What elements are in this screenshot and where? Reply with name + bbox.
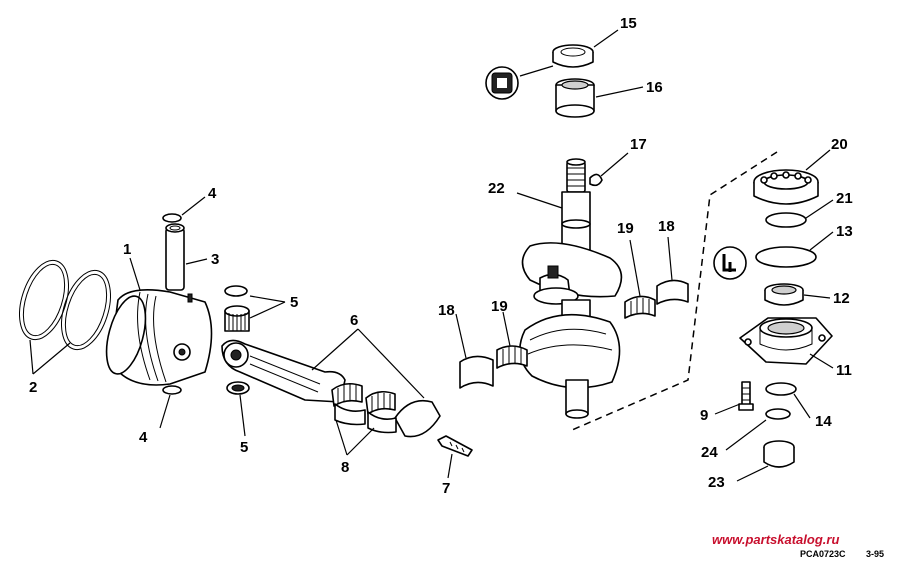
sealant-symbol-right <box>713 246 747 280</box>
callout-15: 15 <box>620 15 637 32</box>
callout-22: 22 <box>488 180 505 197</box>
callout-23: 23 <box>708 474 725 491</box>
piston <box>105 289 213 386</box>
callout-21: 21 <box>836 190 853 207</box>
o-ring-small <box>765 382 797 396</box>
seal-ring-small <box>765 408 791 420</box>
callout-2: 2 <box>29 379 37 396</box>
retaining-ring-bottom <box>162 385 182 395</box>
assembly-outline <box>571 151 778 431</box>
main-bearing-right <box>624 279 689 319</box>
callout-18-left: 18 <box>438 302 455 319</box>
roller-bearing-top <box>555 78 595 118</box>
callout-8: 8 <box>341 459 349 476</box>
callout-19-right: 19 <box>617 220 634 237</box>
woodruff-key <box>589 173 603 187</box>
callout-12: 12 <box>833 290 850 307</box>
ball-bearing <box>753 169 819 205</box>
crankshaft <box>519 158 623 419</box>
rod-bolt <box>437 435 473 457</box>
sealant-symbol-top <box>485 66 519 100</box>
callout-6: 6 <box>350 312 358 329</box>
needle-bearing-bottom <box>226 381 250 395</box>
piston-rings <box>19 259 111 351</box>
rod-bearing-cages <box>331 382 397 434</box>
needle-bearing-top <box>224 285 250 332</box>
callout-18-right: 18 <box>658 218 675 235</box>
callout-24: 24 <box>701 444 718 461</box>
callout-7: 7 <box>442 480 450 497</box>
seal-top <box>552 44 594 68</box>
housing-screw <box>738 381 754 411</box>
wrist-pin <box>165 223 185 291</box>
watermark-text: www.partskatalog.ru <box>712 532 839 547</box>
seal-lower <box>764 283 804 306</box>
callout-19-left: 19 <box>491 298 508 315</box>
callout-3: 3 <box>211 251 219 268</box>
main-bearing-left <box>459 345 528 389</box>
retaining-ring-top <box>162 213 182 223</box>
callout-4-bottom: 4 <box>139 429 148 446</box>
drawing-code: PCA0723C <box>800 549 846 559</box>
callout-1: 1 <box>123 241 131 258</box>
callout-16: 16 <box>646 79 663 96</box>
revision-code: 3-95 <box>866 549 884 559</box>
bearing-housing <box>739 317 833 365</box>
retaining-ring <box>765 212 807 228</box>
callout-14: 14 <box>815 413 832 430</box>
callout-17: 17 <box>630 136 647 153</box>
callout-9: 9 <box>700 407 708 424</box>
leader-lines <box>29 29 834 482</box>
o-ring <box>755 246 817 268</box>
callout-20: 20 <box>831 136 848 153</box>
seal-cap <box>763 440 795 468</box>
callout-13: 13 <box>836 223 853 240</box>
callout-4-top: 4 <box>208 185 217 202</box>
callout-11: 11 <box>836 362 852 379</box>
callout-5-bottom: 5 <box>240 439 248 456</box>
callout-5-top: 5 <box>290 294 298 311</box>
connecting-rod <box>221 339 441 438</box>
callout-labels: 1 2 3 4 4 5 5 6 7 8 9 11 12 13 14 15 16 … <box>29 15 853 497</box>
